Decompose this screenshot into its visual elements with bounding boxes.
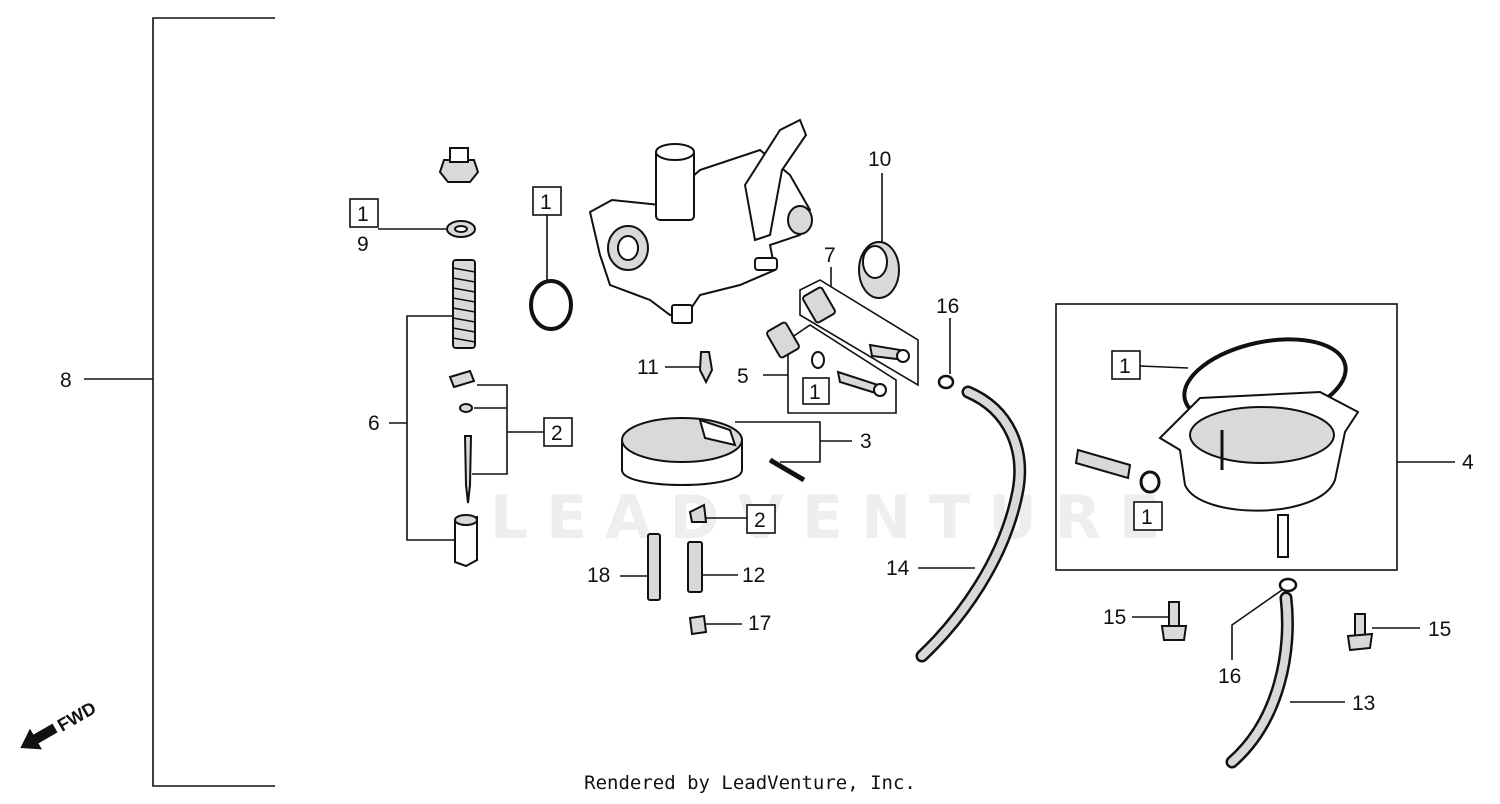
callout-14: 14 (886, 557, 910, 580)
callout-9: 9 (357, 233, 369, 256)
throttle-valve-part (454, 514, 478, 568)
clip-16-upper-part (937, 374, 955, 390)
needle-clip-part (448, 369, 476, 413)
kit-ref-1-b: 1 (540, 191, 552, 214)
callout-16-upper: 16 (936, 295, 959, 318)
spring-part (452, 259, 476, 349)
callout-8: 8 (60, 369, 72, 392)
screw-15-left-part (1160, 601, 1188, 641)
watermark: LEADVENTURE (490, 483, 1178, 553)
callout-10: 10 (868, 148, 891, 171)
chamber-washer-part (1139, 470, 1161, 494)
kit-box-1-d (1111, 350, 1141, 380)
float-chamber-box-4 (1055, 303, 1398, 571)
kit-box-1-b (532, 186, 562, 216)
kit-box-1-c (802, 377, 830, 405)
callout-3: 3 (860, 430, 872, 453)
float-chamber-part (1158, 390, 1360, 558)
callout-11: 11 (637, 356, 659, 379)
cap-10-part (858, 241, 900, 299)
drain-screw-17-part (688, 614, 708, 636)
carburetor-body-part (588, 118, 813, 324)
kit-ref-2-a: 2 (551, 422, 563, 445)
fuel-tube-14-part (915, 385, 1027, 663)
screw-15-right-part (1346, 613, 1374, 652)
o-ring-part (529, 279, 573, 331)
callout-16-lower: 16 (1218, 665, 1241, 688)
callout-6: 6 (368, 412, 380, 435)
float-3-part (621, 417, 743, 486)
callout-7: 7 (824, 244, 836, 267)
kit-ref-1-c: 1 (809, 381, 821, 404)
callout-15-left: 15 (1103, 606, 1126, 629)
washer-9-part (446, 220, 476, 238)
callout-17: 17 (748, 612, 771, 635)
kit-ref-1-d: 1 (1119, 355, 1131, 378)
kit-ref-1-e: 1 (1141, 506, 1153, 529)
bracket-8 (84, 17, 275, 787)
float-pin-part (768, 457, 806, 483)
kit-ref-1-a: 1 (357, 203, 369, 226)
pilot-screw-set-7 (799, 279, 919, 387)
kit-box-1-a (349, 198, 379, 228)
callout-15-right: 15 (1428, 618, 1451, 641)
callout-18: 18 (587, 564, 610, 587)
fwd-label: FWD (54, 698, 99, 736)
kit-ref-2-b: 2 (754, 509, 766, 532)
slow-jet-18-part (647, 533, 661, 601)
clip-16-lower-part (1278, 577, 1298, 593)
fwd-arrow-icon: FWD (20, 698, 99, 750)
callout-4: 4 (1462, 451, 1474, 474)
drain-tube-13-part (1225, 591, 1294, 769)
jet-needle-part (463, 435, 473, 504)
kit-box-2-a (543, 417, 573, 447)
top-cap-nut-part (438, 147, 480, 183)
pilot-screw-set-5 (766, 321, 897, 414)
callout-13: 13 (1352, 692, 1375, 715)
kit-box-2-b (746, 504, 776, 534)
footer-credit: Rendered by LeadVenture, Inc. (584, 772, 916, 794)
drain-screw-part (1074, 448, 1132, 480)
callout-12: 12 (742, 564, 765, 587)
callout-5: 5 (737, 365, 749, 388)
main-jet-part (688, 503, 708, 523)
kit-box-1-e (1133, 501, 1163, 531)
float-valve-11-part (698, 351, 714, 385)
needle-jet-12-part (687, 541, 703, 593)
